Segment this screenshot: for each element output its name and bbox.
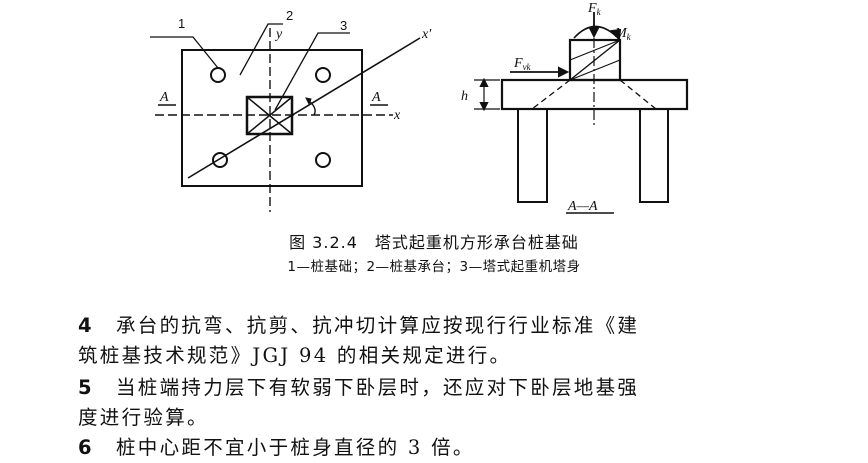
pile-circle [210, 67, 226, 83]
pile-circle [212, 152, 228, 168]
x-prime-axis [187, 37, 421, 179]
section-pile-right [639, 109, 669, 203]
item-4-line-2: 筑桩基技术规范》JGJ 94 的相关规定进行。 [78, 340, 868, 371]
plan-labels: 1 2 3 y x x′ A A [159, 8, 432, 123]
callout-1: 1 [178, 16, 185, 31]
callout-2: 2 [286, 8, 293, 23]
plan-view [150, 23, 421, 212]
item-5-line-2: 度进行验算。 [78, 402, 868, 433]
figure-caption-legend: 1—桩基础；2—桩基承台；3—塔式起重机塔身 [287, 259, 581, 275]
item-text: 承台的抗弯、抗剪、抗冲切计算应按现行行业标准《建 [116, 314, 640, 337]
leader-1 [150, 36, 219, 69]
item-6-line-1: 6 桩中心距不宜小于桩身直径的 3 倍。 [78, 432, 868, 463]
callout-3: 3 [340, 18, 347, 33]
force-horizontal-label: Fvk [513, 56, 532, 72]
axis-y-label: y [274, 27, 283, 42]
item-text: 筑桩基技术规范》JGJ 94 的相关规定进行。 [78, 344, 512, 367]
figure-caption-title: 图 3.2.4 塔式起重机方形承台桩基础 [289, 233, 579, 252]
section-mark-left: A [159, 90, 169, 105]
section-mark-right: A [371, 90, 381, 105]
moment-label: Mk [614, 26, 632, 42]
item-text: 当桩端持力层下有软弱下卧层时，还应对下卧层地基强 [116, 376, 640, 399]
height-label: h [461, 89, 468, 104]
section-view [474, 12, 689, 214]
pile-circle [315, 152, 331, 168]
leader-2 [239, 23, 283, 76]
item-text: 桩中心距不宜小于桩身直径的 3 倍。 [116, 436, 475, 459]
item-5-line-1: 5 当桩端持力层下有软弱下卧层时，还应对下卧层地基强 [78, 372, 868, 403]
item-number: 5 [78, 376, 94, 399]
moment-arc [573, 25, 617, 39]
force-vertical-label: Fk [587, 1, 602, 17]
pile-circle [315, 67, 331, 83]
section-pile-left [517, 109, 548, 203]
section-labels: Fk Mk Fvk h A—A [461, 1, 632, 214]
item-number: 6 [78, 436, 94, 459]
section-a-a-label: A—A [567, 199, 598, 214]
axis-x-prime-label: x′ [421, 27, 432, 42]
pile-cap-outline [181, 49, 363, 187]
item-text: 度进行验算。 [78, 406, 209, 429]
axis-x-label: x [393, 108, 401, 123]
item-4-line-1: 4 承台的抗弯、抗剪、抗冲切计算应按现行行业标准《建 [78, 310, 868, 341]
pile-foundation-figure: 1 2 3 y x x′ A A [150, 1, 689, 214]
item-number: 4 [78, 314, 94, 337]
leader-3 [274, 32, 350, 111]
